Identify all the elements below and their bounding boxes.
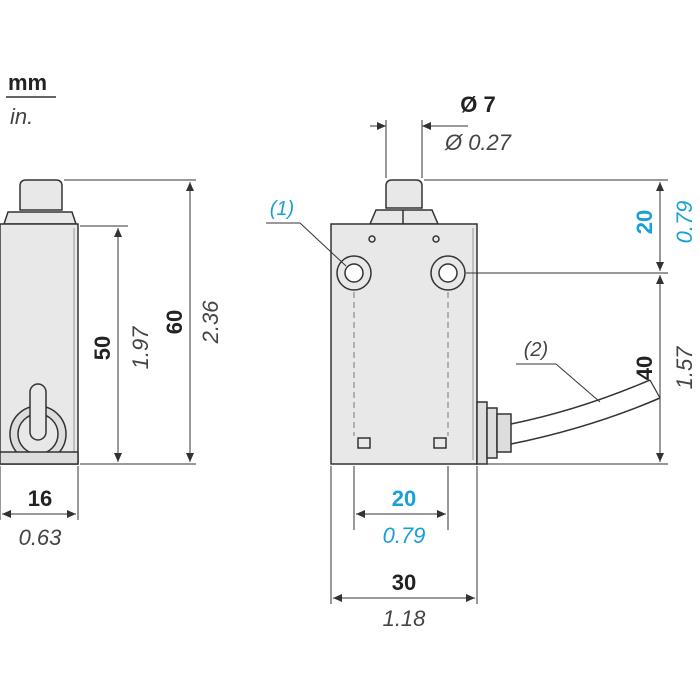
hole-spacing-mm: 20 xyxy=(392,486,416,511)
top-height-mm: 20 xyxy=(632,210,657,234)
unit-in: in. xyxy=(10,104,33,129)
side-collar xyxy=(2,211,78,225)
side-cable xyxy=(29,383,47,441)
lower-height-mm: 40 xyxy=(632,356,657,380)
side-total-mm: 60 xyxy=(162,310,187,334)
side-total-in: 2.36 xyxy=(198,300,223,345)
plunger-dia-mm: Ø 7 xyxy=(460,92,495,117)
callout-2: (2) xyxy=(524,339,548,361)
front-dimensions xyxy=(266,120,668,604)
front-cable xyxy=(510,379,651,425)
side-view xyxy=(0,179,79,465)
side-body-mm: 50 xyxy=(90,336,115,360)
plunger-dia-in: Ø 0.27 xyxy=(444,130,512,155)
side-width-in: 0.63 xyxy=(19,525,63,550)
front-gland xyxy=(476,401,488,465)
hole-spacing-in: 0.79 xyxy=(383,523,426,548)
front-width-mm: 30 xyxy=(392,570,416,595)
side-dimensions xyxy=(0,179,196,520)
callout-1: (1) xyxy=(270,198,294,220)
units-legend: mm in. xyxy=(6,70,56,129)
lower-height-in: 1.57 xyxy=(672,346,697,390)
top-height-in: 0.79 xyxy=(672,201,697,244)
side-plunger xyxy=(19,179,63,211)
front-collar xyxy=(368,209,440,225)
front-plunger xyxy=(385,179,423,209)
front-view xyxy=(330,179,661,465)
side-body-in: 1.97 xyxy=(128,326,153,370)
side-width-mm: 16 xyxy=(28,486,52,511)
front-width-in: 1.18 xyxy=(383,606,427,631)
unit-mm: mm xyxy=(8,70,47,95)
